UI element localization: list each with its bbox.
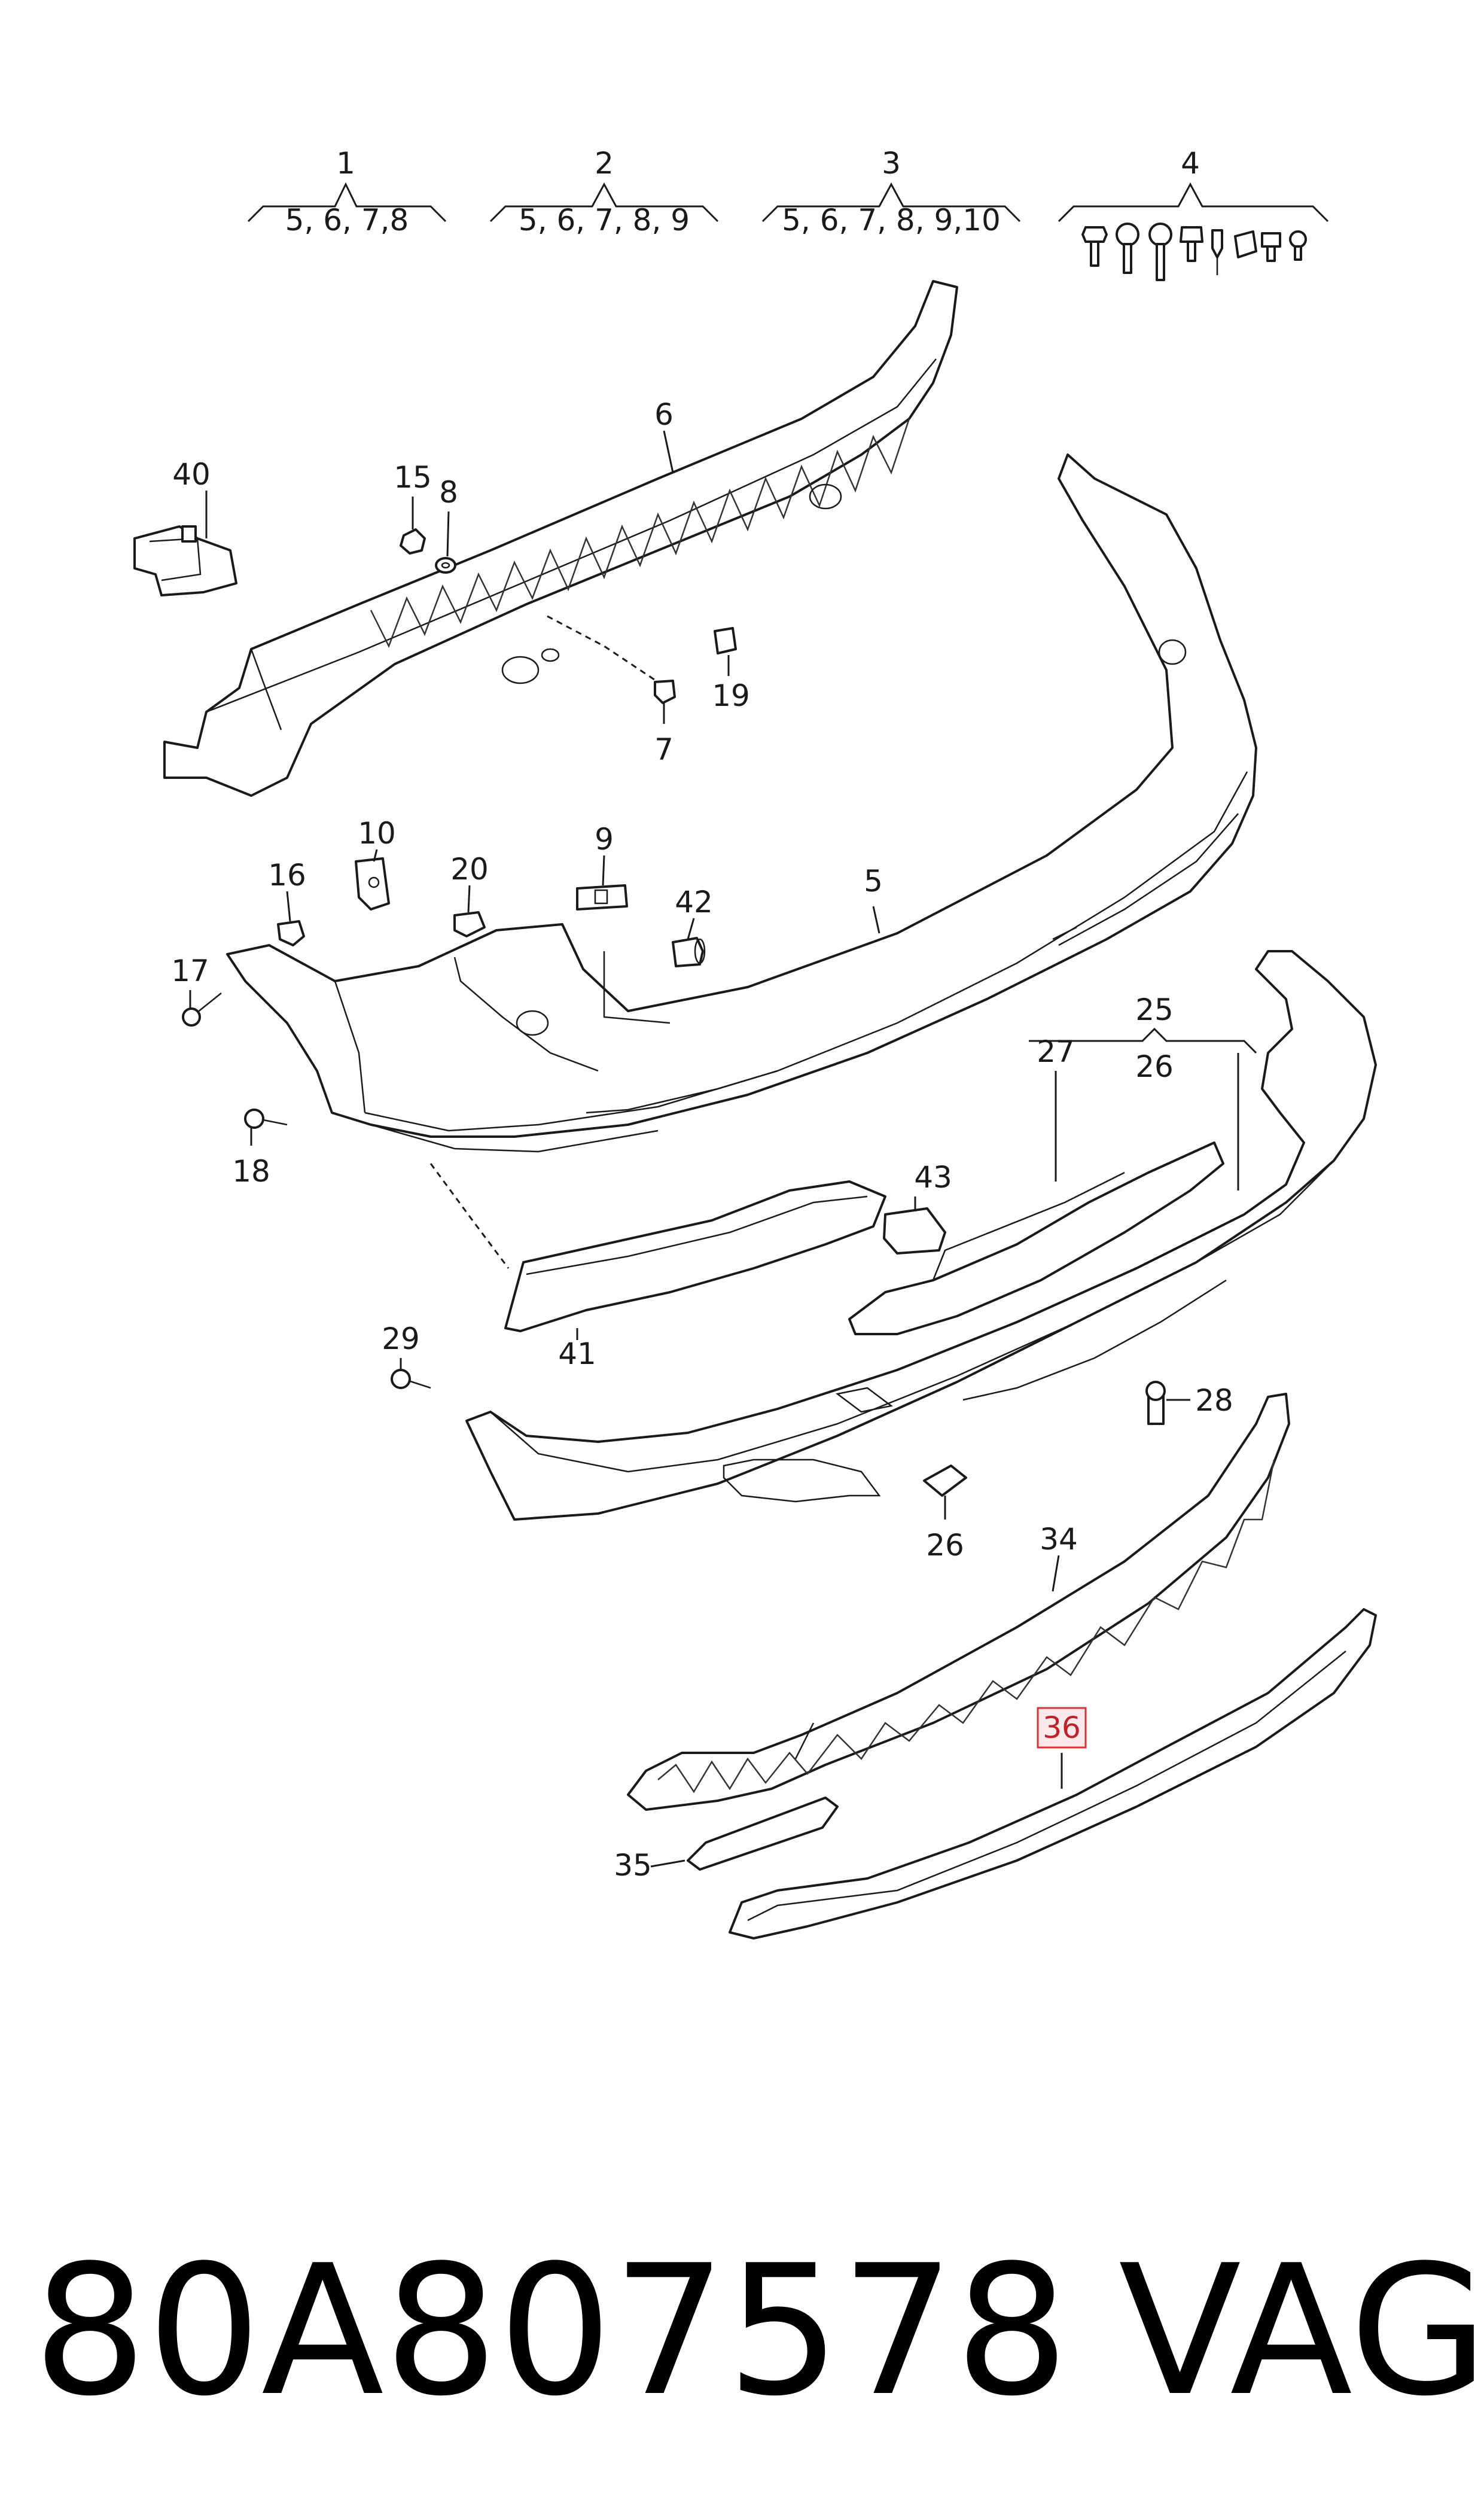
washer-part-8 (435, 557, 456, 574)
grille-part-34 (627, 1393, 1290, 1811)
label-part-16: 16 (268, 858, 306, 893)
spacer-part-42 (672, 937, 706, 967)
group-3-number: 3 (882, 146, 901, 181)
label-part-18: 18 (232, 1154, 270, 1189)
trim-strip-part-36 (729, 1608, 1377, 1940)
clip-part-16 (277, 920, 305, 946)
part-number: 80A807578 (33, 2227, 1069, 2435)
fasteners-icon (1081, 223, 1307, 281)
label-part-41: 41 (558, 1336, 596, 1371)
clip-part-19 (714, 627, 737, 654)
label-part-26-bottom: 26 (926, 1528, 964, 1563)
trim-part-35 (687, 1797, 839, 1871)
label-part-7: 7 (654, 732, 674, 767)
insert-part-27 (848, 1141, 1224, 1335)
clip-part-7 (654, 680, 676, 704)
label-part-8: 8 (439, 475, 458, 510)
label-part-25: 25 (1135, 992, 1174, 1027)
leader-lines (189, 430, 1257, 1868)
cap-part-26 (923, 1464, 967, 1497)
impact-bar-part-6 (163, 280, 958, 797)
group-3-items: 5, 6, 7, 8, 9,10 (782, 203, 1001, 238)
clip-part-9 (576, 884, 628, 911)
group-3: 3 5, 6, 7, 8, 9,10 (761, 146, 1021, 238)
label-part-35: 35 (614, 1848, 652, 1883)
trim-strip-part-41 (504, 1180, 886, 1332)
label-part-27: 27 (1037, 1034, 1075, 1069)
brand-name: VAG (1119, 2227, 1484, 2435)
group-1-number: 1 (336, 146, 355, 181)
label-part-5: 5 (864, 864, 883, 899)
screw-part-17 (182, 992, 222, 1027)
label-part-34: 34 (1040, 1522, 1078, 1557)
label-part-19: 19 (712, 678, 750, 713)
label-part-42: 42 (675, 885, 713, 919)
bracket-part-40 (133, 525, 237, 596)
highlight-box-part-36 (1037, 1707, 1087, 1749)
nut-part-15 (400, 528, 426, 555)
bumper-cover-part-5 (226, 453, 1257, 1269)
screw-part-18 (244, 1109, 288, 1129)
group-1-items: 5, 6, 7,8 (285, 203, 409, 238)
group-4-number: 4 (1181, 146, 1200, 181)
label-part-36: 36 (1043, 1710, 1081, 1745)
label-part-9: 9 (595, 822, 614, 857)
sensor-part-43 (883, 1207, 946, 1255)
clip-part-10 (355, 857, 390, 911)
label-part-43: 43 (914, 1160, 952, 1195)
label-part-40: 40 (172, 457, 211, 492)
group-2: 2 5, 6, 7, 8, 9 (489, 146, 719, 238)
label-part-17: 17 (171, 954, 209, 988)
label-part-10: 10 (358, 816, 396, 851)
screw-part-29 (391, 1369, 431, 1389)
group-2-number: 2 (595, 146, 614, 181)
label-part-26-top: 26 (1135, 1049, 1174, 1084)
label-part-20: 20 (450, 852, 489, 887)
group-1: 1 5, 6, 7,8 (247, 146, 447, 238)
screw-part-28 (1145, 1381, 1166, 1425)
group-4: 4 (1058, 146, 1329, 281)
label-part-28: 28 (1195, 1383, 1233, 1418)
diffuser-part-25 (465, 950, 1377, 1521)
label-part-29: 29 (382, 1322, 420, 1356)
callout-labels: 6 5 7 8 9 10 15 16 17 18 19 20 25 26 26 … (171, 397, 1233, 1883)
label-5-top: 6 (654, 397, 674, 432)
nut-part-20 (453, 911, 486, 937)
group-2-items: 5, 6, 7, 8, 9 (519, 203, 690, 238)
label-part-15: 15 (394, 460, 432, 495)
